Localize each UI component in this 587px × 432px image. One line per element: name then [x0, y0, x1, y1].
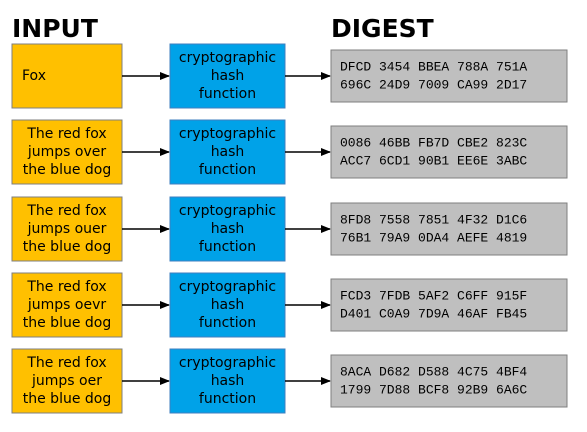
hash-function-label: cryptographic hash function	[179, 126, 276, 178]
text-line: the blue dog	[23, 391, 111, 407]
input-box	[11, 272, 123, 338]
text-line: The red fox	[26, 355, 106, 371]
digest-box	[330, 354, 568, 408]
hash-function-label: cryptographic hash function	[179, 279, 276, 331]
text-line: 0086 46BB FB7D CBE2 823C	[340, 136, 527, 151]
digest-value: 8FD8 7558 7851 4F32 D1C6 76B1 79A9 0DA4 A…	[340, 213, 527, 246]
text-line: hash	[211, 144, 245, 160]
diagram-row: The red fox jumps over the blue dog cryptog…	[11, 119, 568, 185]
hash-function-label: cryptographic hash function	[179, 50, 276, 102]
input-text: The red fox jumps over the blue dog	[23, 126, 111, 178]
text-line: function	[199, 239, 256, 255]
digest-box	[330, 49, 568, 103]
digest-value: FCD3 7FDB 5AF2 C6FF 915F D401 C0A9 7D9A 4…	[340, 289, 527, 322]
text-line: jumps oevr	[27, 297, 106, 313]
rows-layer: Fox cryptographic hash function DFCD 3454 BB…	[11, 43, 568, 414]
text-line: function	[199, 315, 256, 331]
text-line: hash	[211, 68, 245, 84]
diagram-row: The red fox jumps ouer the blue dog cryptog…	[11, 196, 568, 262]
digest-box	[330, 125, 568, 179]
text-line: 8FD8 7558 7851 4F32 D1C6	[340, 213, 527, 228]
input-text: The red fox jumps oer the blue dog	[23, 355, 111, 407]
hash-function-label: cryptographic hash function	[179, 203, 276, 255]
text-line: 696C 24D9 7009 CA99 2D17	[340, 78, 527, 93]
text-line: D401 C0A9 7D9A 46AF FB45	[340, 307, 527, 322]
text-line: cryptographic	[179, 126, 276, 142]
diagram-row: Fox cryptographic hash function DFCD 3454 BB…	[11, 43, 568, 109]
text-line: the blue dog	[23, 315, 111, 331]
text-line: cryptographic	[179, 355, 276, 371]
input-text: Fox	[22, 68, 46, 84]
digest-box	[330, 202, 568, 256]
text-line: The red fox	[26, 279, 106, 295]
text-line: cryptographic	[179, 203, 276, 219]
text-line: jumps over	[27, 144, 106, 160]
digest-box	[330, 278, 568, 332]
input-box	[11, 43, 123, 109]
diagram-row: The red fox jumps oevr the blue dog cryptog…	[11, 272, 568, 338]
text-line: ACC7 6CD1 90B1 EE6E 3ABC	[340, 154, 527, 169]
text-line: hash	[211, 297, 245, 313]
text-line: 1799 7D88 BCF8 92B9 6A6C	[340, 383, 527, 398]
digest-value: 0086 46BB FB7D CBE2 823C ACC7 6CD1 90B1 E…	[340, 136, 527, 169]
hash-function-box	[169, 348, 286, 414]
digest-heading: DIGEST	[331, 14, 434, 43]
input-box	[11, 119, 123, 185]
text-line: jumps oer	[31, 373, 102, 389]
digest-value: 8ACA D682 D588 4C75 4BF4 1799 7D88 BCF8 9…	[340, 365, 527, 398]
input-text: The red fox jumps oevr the blue dog	[23, 279, 111, 331]
text-line: 76B1 79A9 0DA4 AEFE 4819	[340, 231, 527, 246]
input-heading: INPUT	[12, 14, 98, 43]
hash-function-box	[169, 272, 286, 338]
text-line: Fox	[22, 68, 46, 84]
input-text: The red fox jumps ouer the blue dog	[23, 203, 111, 255]
text-line: The red fox	[26, 126, 106, 142]
text-line: function	[199, 86, 256, 102]
text-line: the blue dog	[23, 239, 111, 255]
hash-function-label: cryptographic hash function	[179, 355, 276, 407]
text-line: hash	[211, 373, 245, 389]
diagram-row: The red fox jumps oer the blue dog cryptogr…	[11, 348, 568, 414]
hash-function-box	[169, 43, 286, 109]
input-box	[11, 348, 123, 414]
text-line: cryptographic	[179, 279, 276, 295]
hash-function-box	[169, 119, 286, 185]
text-line: DFCD 3454 BBEA 788A 751A	[340, 60, 527, 75]
text-line: 8ACA D682 D588 4C75 4BF4	[340, 365, 527, 380]
text-line: cryptographic	[179, 50, 276, 66]
input-box	[11, 196, 123, 262]
digest-value: DFCD 3454 BBEA 788A 751A 696C 24D9 7009 C…	[340, 60, 527, 93]
text-line: function	[199, 162, 256, 178]
text-line: the blue dog	[23, 162, 111, 178]
text-line: The red fox	[26, 203, 106, 219]
text-line: FCD3 7FDB 5AF2 C6FF 915F	[340, 289, 527, 304]
text-line: function	[199, 391, 256, 407]
text-line: hash	[211, 221, 245, 237]
text-line: jumps ouer	[27, 221, 107, 237]
